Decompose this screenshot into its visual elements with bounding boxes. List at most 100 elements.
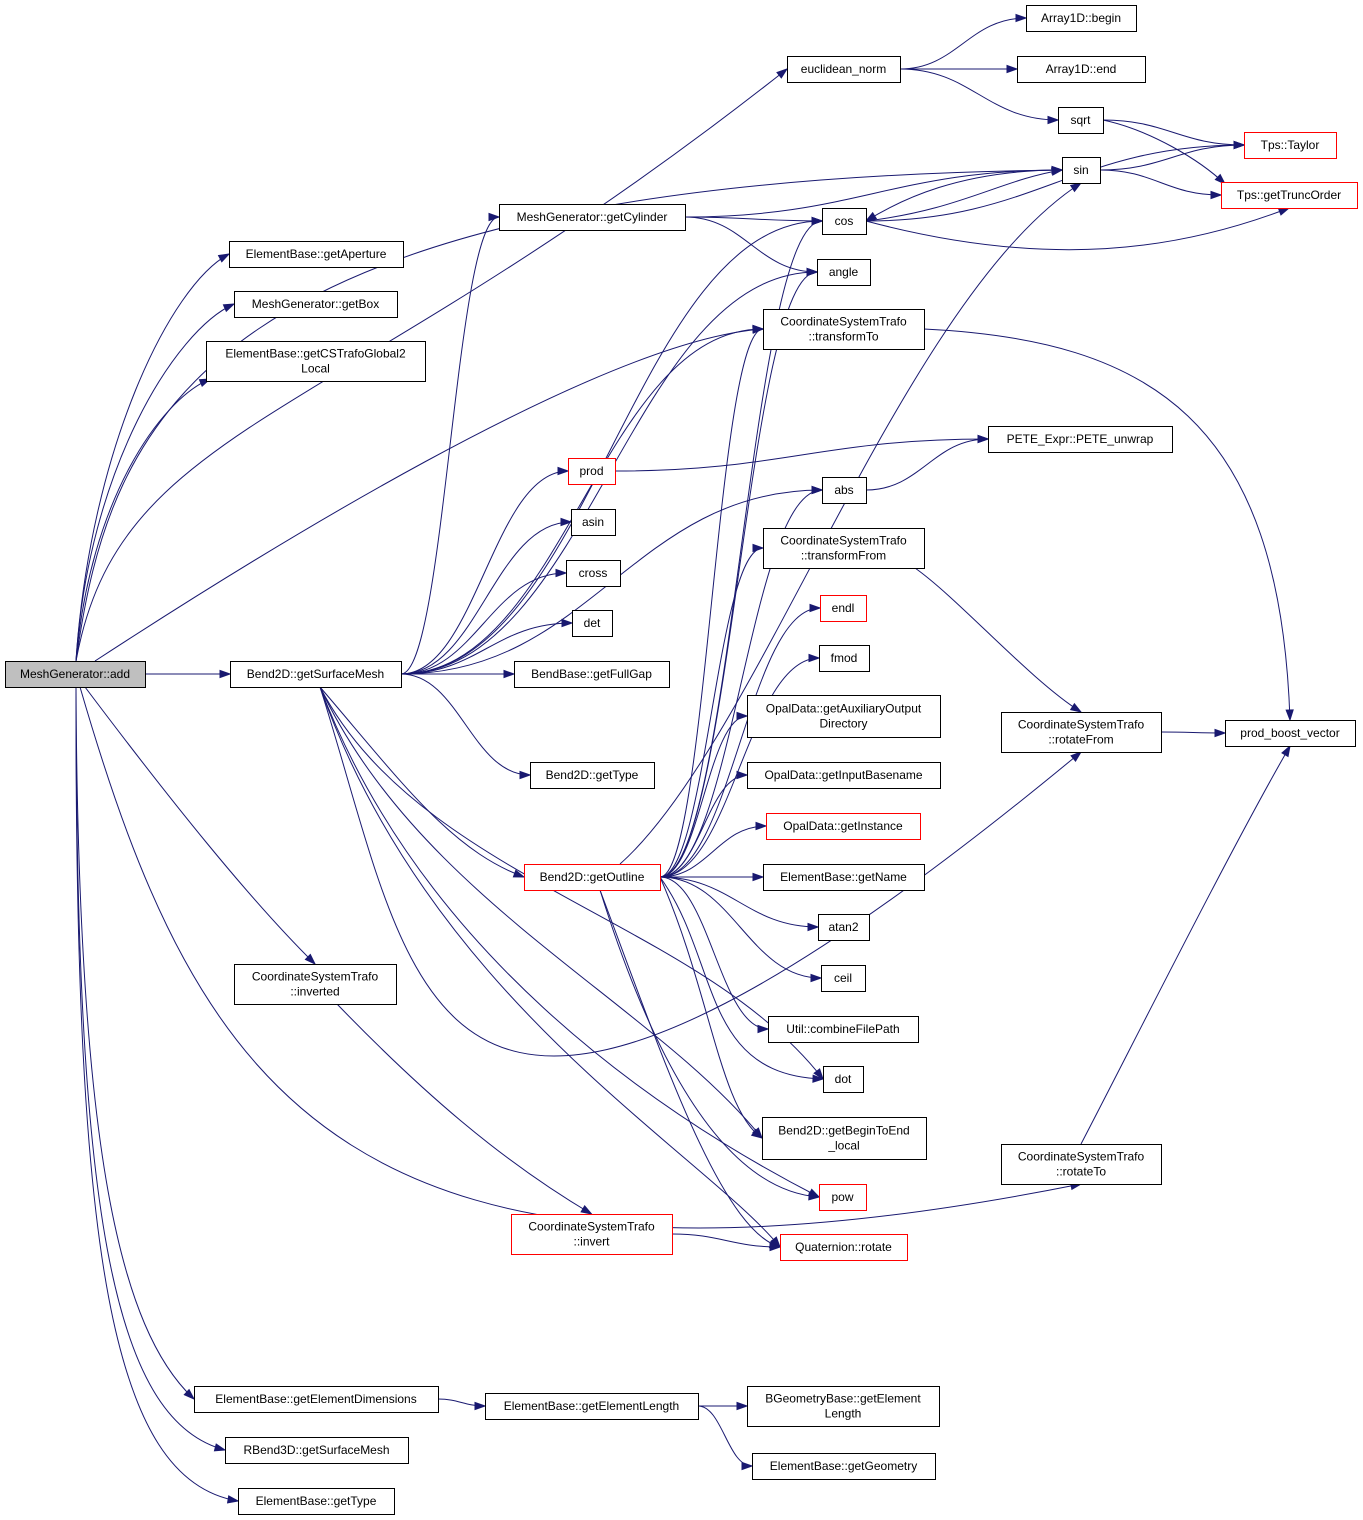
edge-line [659,876,822,979]
node-n1[interactable]: ElementBase::getAperture [229,241,404,268]
edge-n17-n40 [599,889,821,1201]
node-n37[interactable]: Util::combineFilePath [768,1016,919,1043]
node-n42[interactable]: BGeometryBase::getElementLength [747,1386,940,1427]
edge-line [599,889,781,1248]
node-box [819,645,870,672]
node-n6[interactable]: ElementBase::getElementDimensions [194,1386,439,1413]
node-n26[interactable]: CoordinateSystemTrafo::transformTo [763,309,925,350]
edge-arrowhead [488,212,501,222]
node-n17[interactable]: Bend2D::getOutline [524,864,661,891]
node-n4[interactable]: Bend2D::getSurfaceMesh [230,661,402,688]
edge-n47-n49 [1160,728,1227,738]
node-n20[interactable]: Array1D::begin [1026,5,1137,32]
edge-arrowhead [812,1074,825,1083]
node-n25[interactable]: angle [817,259,871,286]
edge-n4-n11 [400,466,570,675]
node-box [1058,107,1104,134]
node-n18[interactable]: CoordinateSystemTrafo::invert [511,1214,673,1255]
node-box [230,661,402,688]
node-n9[interactable]: euclidean_norm [787,56,901,83]
node-n15[interactable]: BendBase::getFullGap [514,661,670,688]
node-n2[interactable]: MeshGenerator::getBox [234,291,398,318]
edge-arrowhead [776,68,789,79]
node-n11[interactable]: prod [568,458,616,485]
edge-arrowhead [1069,182,1083,193]
node-n36[interactable]: ceil [821,965,866,992]
node-label: Length [825,1407,862,1421]
edge-arrowhead [503,669,516,679]
edge-line [671,1233,781,1248]
node-box [747,1386,940,1427]
node-n33[interactable]: OpalData::getInstance [766,813,921,840]
node-box [766,813,921,840]
node-label: cos [835,214,854,228]
edge-arrowhead [183,1388,196,1401]
node-n38[interactable]: dot [823,1066,864,1093]
edges-layer [75,13,1294,1504]
node-box [1225,720,1356,747]
node-n13[interactable]: cross [566,560,621,587]
edge-arrowhead [304,953,317,966]
node-n21[interactable]: Array1D::end [1017,56,1146,83]
node-box [499,204,686,231]
node-n19[interactable]: ElementBase::getElementLength [485,1393,699,1420]
node-n8[interactable]: ElementBase::getType [238,1488,395,1515]
edge-n4-n38 [319,686,824,1081]
node-n5[interactable]: CoordinateSystemTrafo::inverted [234,964,397,1005]
node-n12[interactable]: asin [571,509,616,536]
edge-line [659,876,763,1139]
node-n0[interactable]: MeshGenerator::add [5,661,146,688]
node-label: cross [579,566,608,580]
edge-arrowhead [752,872,765,882]
edge-arrowhead [769,1242,782,1252]
node-n16[interactable]: Bend2D::getType [530,762,655,789]
node-n28[interactable]: CoordinateSystemTrafo::transformFrom [763,528,925,569]
node-label: Tps::Taylor [1261,138,1320,152]
node-n47[interactable]: CoordinateSystemTrafo::rotateFrom [1001,712,1162,753]
node-label: ::inverted [290,985,339,999]
node-box [780,1234,908,1261]
edge-line [659,774,748,878]
node-n48[interactable]: CoordinateSystemTrafo::rotateTo [1001,1144,1162,1185]
node-n10[interactable]: MeshGenerator::getCylinder [499,204,686,231]
node-label: pow [831,1190,853,1204]
node-n32[interactable]: OpalData::getInputBasename [747,762,941,789]
edge-line [75,378,211,662]
node-box [1244,132,1337,159]
node-n49[interactable]: prod_boost_vector [1225,720,1356,747]
node-n39[interactable]: Bend2D::getBeginToEnd_local [762,1117,927,1160]
node-n24[interactable]: cos [822,208,867,235]
node-n46[interactable]: PETE_Expr::PETE_unwrap [988,426,1173,453]
node-n27[interactable]: abs [822,477,867,504]
node-n34[interactable]: ElementBase::getName [763,864,925,891]
node-label: ceil [834,971,852,985]
node-n14[interactable]: det [572,610,613,637]
edge-line [400,572,567,675]
edge-line [659,328,764,878]
node-n40[interactable]: pow [819,1184,867,1211]
edge-line [75,303,235,662]
node-n44[interactable]: Tps::Taylor [1244,132,1337,159]
edge-line [659,876,769,1030]
edge-n4-n47 [319,686,1083,1057]
node-box [819,1184,867,1211]
node-n35[interactable]: atan2 [818,914,870,941]
edge-line [659,715,748,878]
node-n29[interactable]: endl [820,595,867,622]
node-n41[interactable]: Quaternion::rotate [780,1234,908,1261]
node-n22[interactable]: sqrt [1058,107,1104,134]
node-n30[interactable]: fmod [819,645,870,672]
node-label: ElementBase::getName [780,870,907,884]
node-n7[interactable]: RBend3D::getSurfaceMesh [225,1437,409,1464]
edge-line [659,547,764,878]
node-n45[interactable]: Tps::getTruncOrder [1221,182,1358,209]
edge-arrowhead [809,603,822,613]
edge-line [319,686,1082,1057]
node-box [530,762,655,789]
node-n43[interactable]: ElementBase::getGeometry [752,1453,936,1480]
node-n23[interactable]: sin [1062,157,1101,184]
node-box [568,458,616,485]
node-box [763,309,925,350]
